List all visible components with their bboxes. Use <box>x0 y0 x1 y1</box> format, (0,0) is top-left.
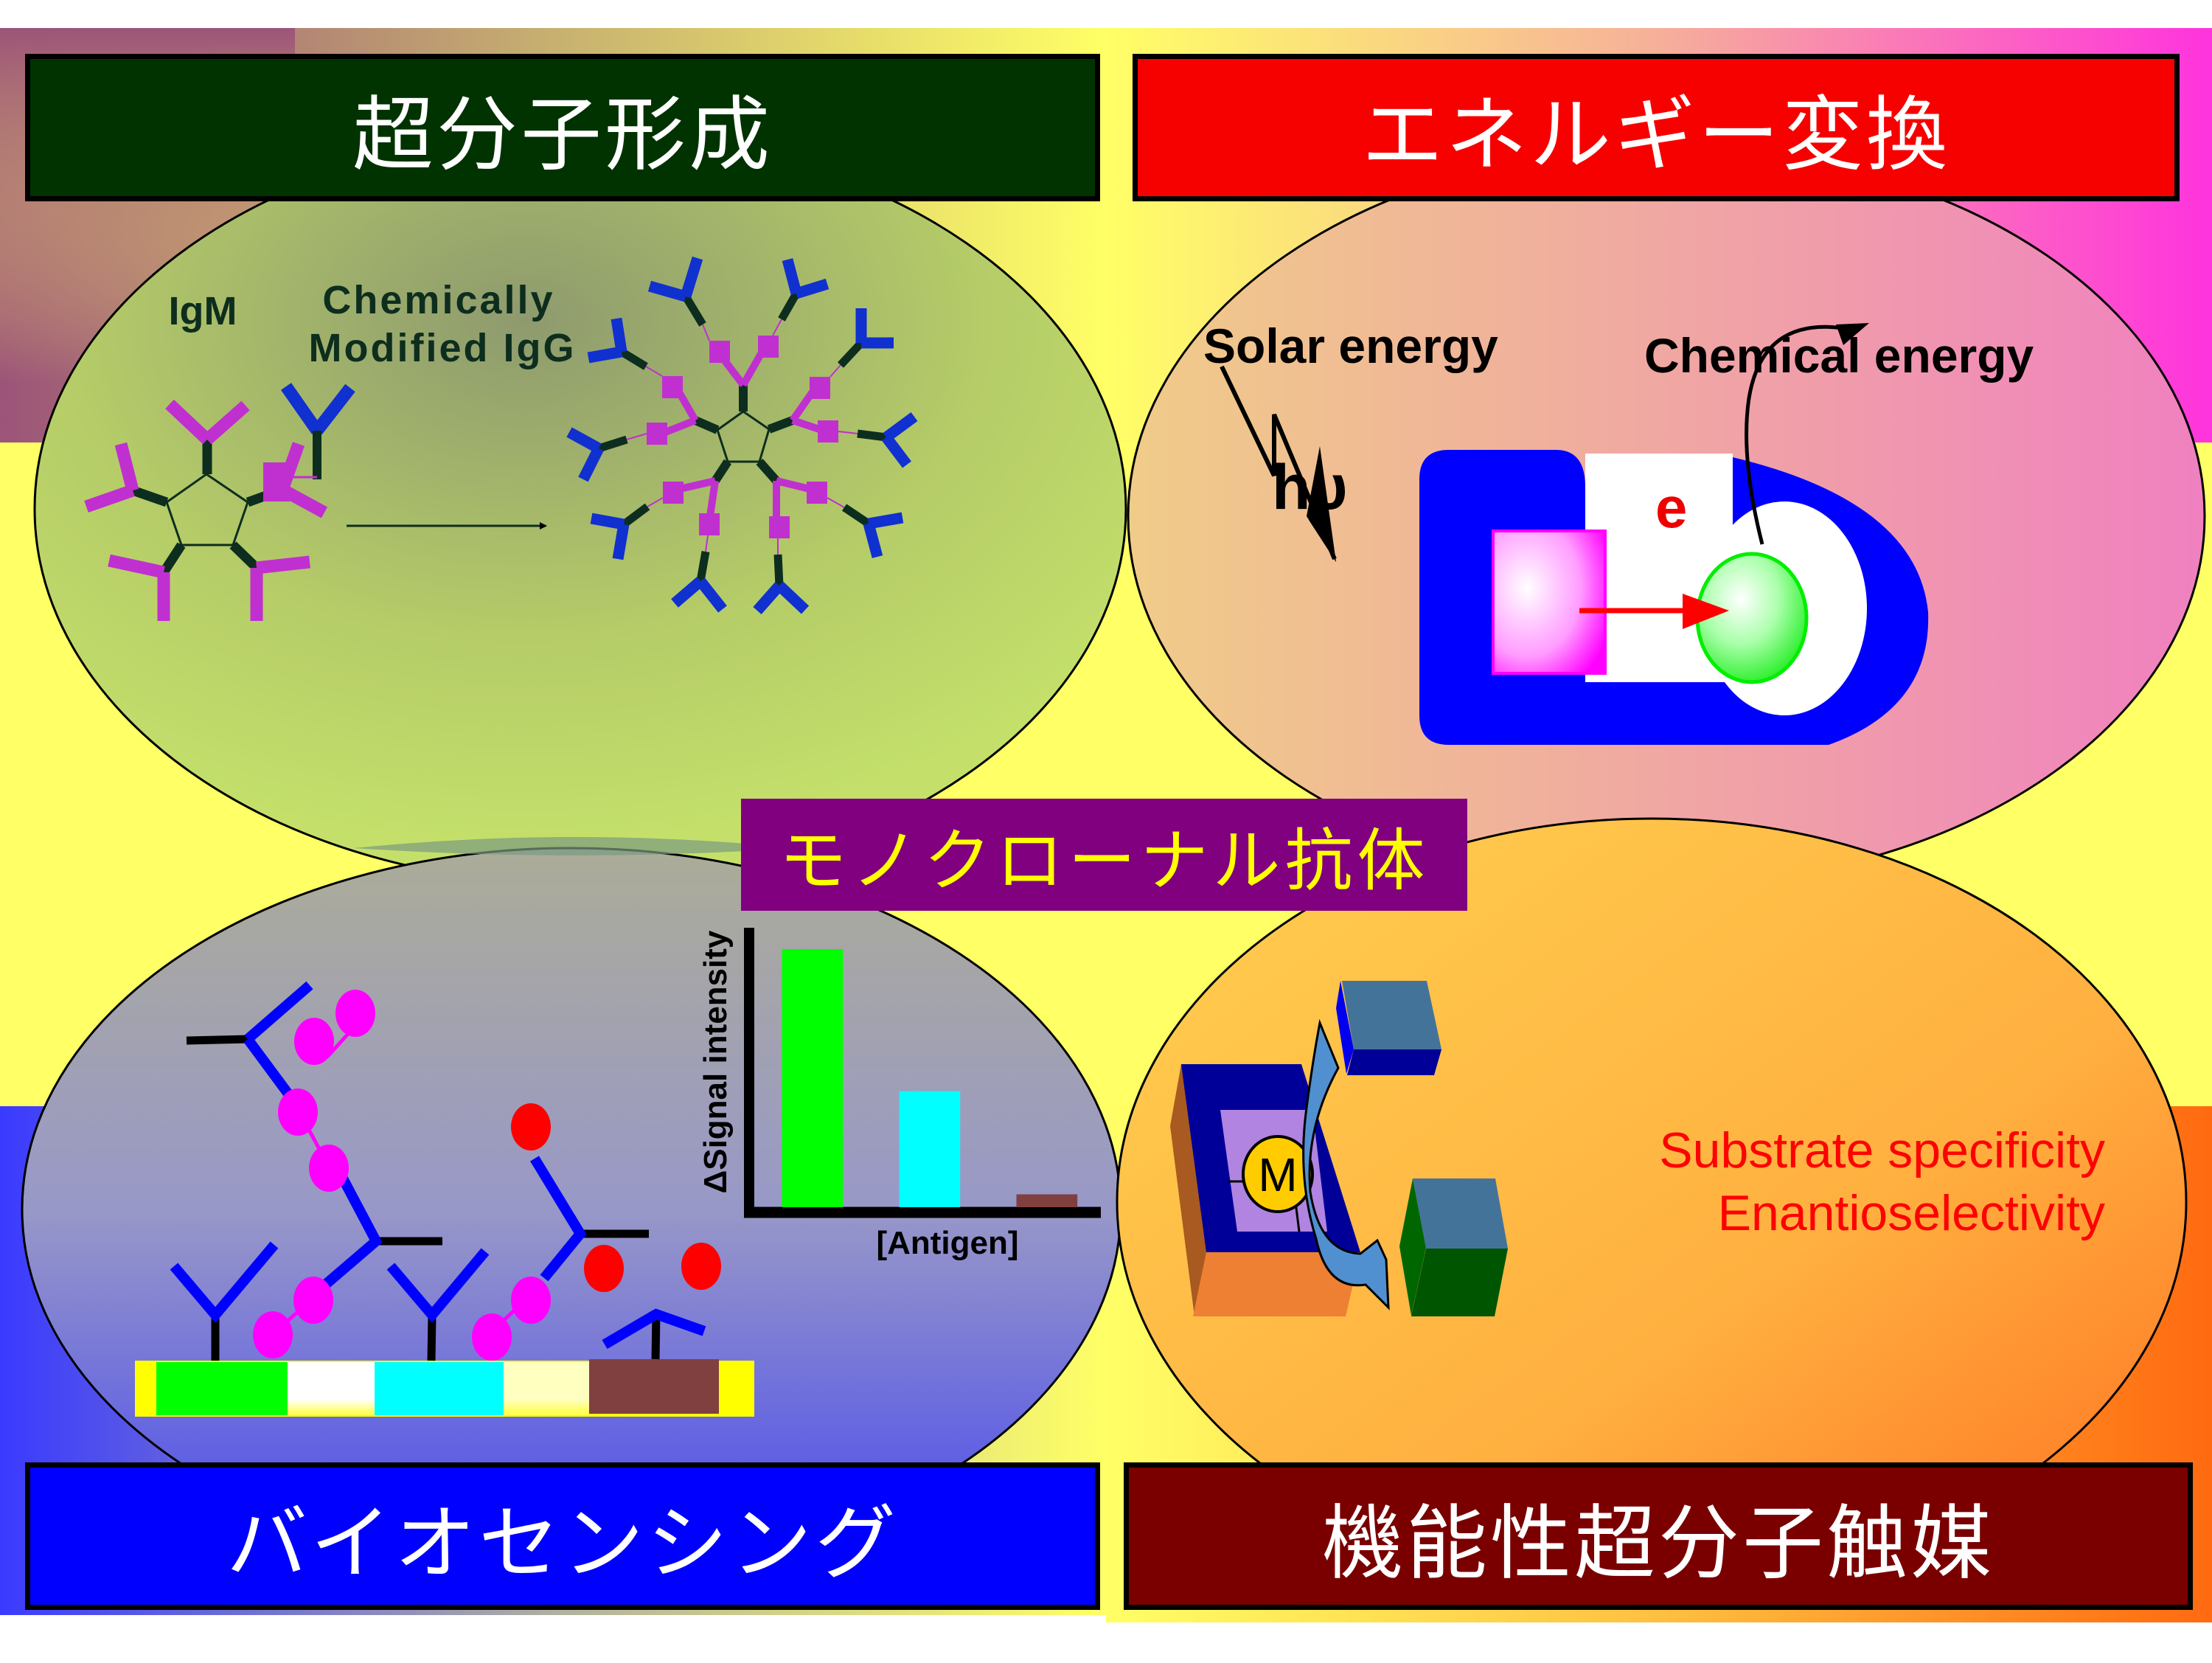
heading-catalysis-text: 機能性超分子触媒 <box>1322 1496 1994 1591</box>
chart-bar-cyan <box>899 1091 961 1207</box>
signal-chart: ΔSignal intensity [Antigen] <box>698 928 1101 1261</box>
modified-igg-molecule <box>263 383 355 501</box>
label-chemical-energy: Chemical energy <box>1644 328 2034 383</box>
product-cube-front <box>1411 1249 1508 1316</box>
host-front-face <box>1193 1252 1360 1316</box>
product-cube-top <box>1413 1178 1508 1249</box>
igm-pentamer <box>84 399 328 621</box>
chart-bar-brown <box>1016 1194 1078 1207</box>
label-enantioselectivity: Enantioselectivity <box>1718 1185 2105 1241</box>
center-title: モノクローナル抗体 <box>741 799 1467 911</box>
heading-biosensing: バイオセンシング <box>25 1462 1100 1610</box>
metal-center <box>1242 1135 1314 1213</box>
pink-photosensitizer <box>1492 530 1607 675</box>
sensor-spot-cyan <box>375 1362 504 1415</box>
label-substrate-specificity: Substrate specificity <box>1659 1122 2105 1178</box>
substrate-cube-side <box>1336 981 1354 1074</box>
chart-x-label: [Antigen] <box>876 1225 1018 1261</box>
label-solar-energy: Solar energy <box>1203 319 1498 373</box>
sensor-spot-brown <box>589 1359 719 1414</box>
igm-pentagon <box>165 473 249 546</box>
heading-energy-conversion: エネルギー変換 <box>1133 54 2180 201</box>
label-igm: IgM <box>169 289 237 333</box>
heading-biosensing-text: バイオセンシング <box>226 1496 899 1591</box>
supramolecular-complex <box>566 256 918 614</box>
substrate-cube-top <box>1342 981 1441 1049</box>
substrate-cube-front <box>1347 1049 1441 1075</box>
catalyst-scene: M Substrate specificity Enantioselectivi… <box>1170 981 2105 1316</box>
energy-device: e <box>1220 323 1929 745</box>
curved-arrow <box>1302 1018 1390 1310</box>
product-curve <box>1745 324 1844 545</box>
electron-arrowhead <box>1683 594 1729 629</box>
center-title-text: モノクローナル抗体 <box>779 821 1430 900</box>
label-electron: e <box>1655 475 1687 540</box>
chart-bar-green <box>782 949 844 1207</box>
green-catalyst <box>1695 552 1809 684</box>
product-cube-side <box>1399 1178 1426 1316</box>
product-arrowhead <box>1836 323 1869 345</box>
sensor-spot-green <box>156 1362 288 1415</box>
heading-supramolecular-formation: 超分子形成 <box>25 54 1100 201</box>
label-modified-igg: Modified IgG <box>309 326 577 370</box>
label-chemically: Chemically <box>322 278 554 322</box>
light-path <box>1220 365 1337 560</box>
chart-y-label: ΔSignal intensity <box>698 930 734 1193</box>
heading-catalysis: 機能性超分子触媒 <box>1124 1462 2193 1610</box>
metal-label: M <box>1258 1148 1297 1201</box>
biosensor-scene <box>135 981 754 1417</box>
panel-ellipse-top-left <box>33 131 1127 886</box>
overlap-region-left <box>354 837 796 855</box>
heading-energy-conversion-text: エネルギー変換 <box>1362 88 1950 182</box>
heading-supramolecular-formation-text: 超分子形成 <box>352 88 773 182</box>
sensor-spot-cream <box>504 1362 589 1415</box>
sensor-spot-white <box>288 1362 375 1415</box>
